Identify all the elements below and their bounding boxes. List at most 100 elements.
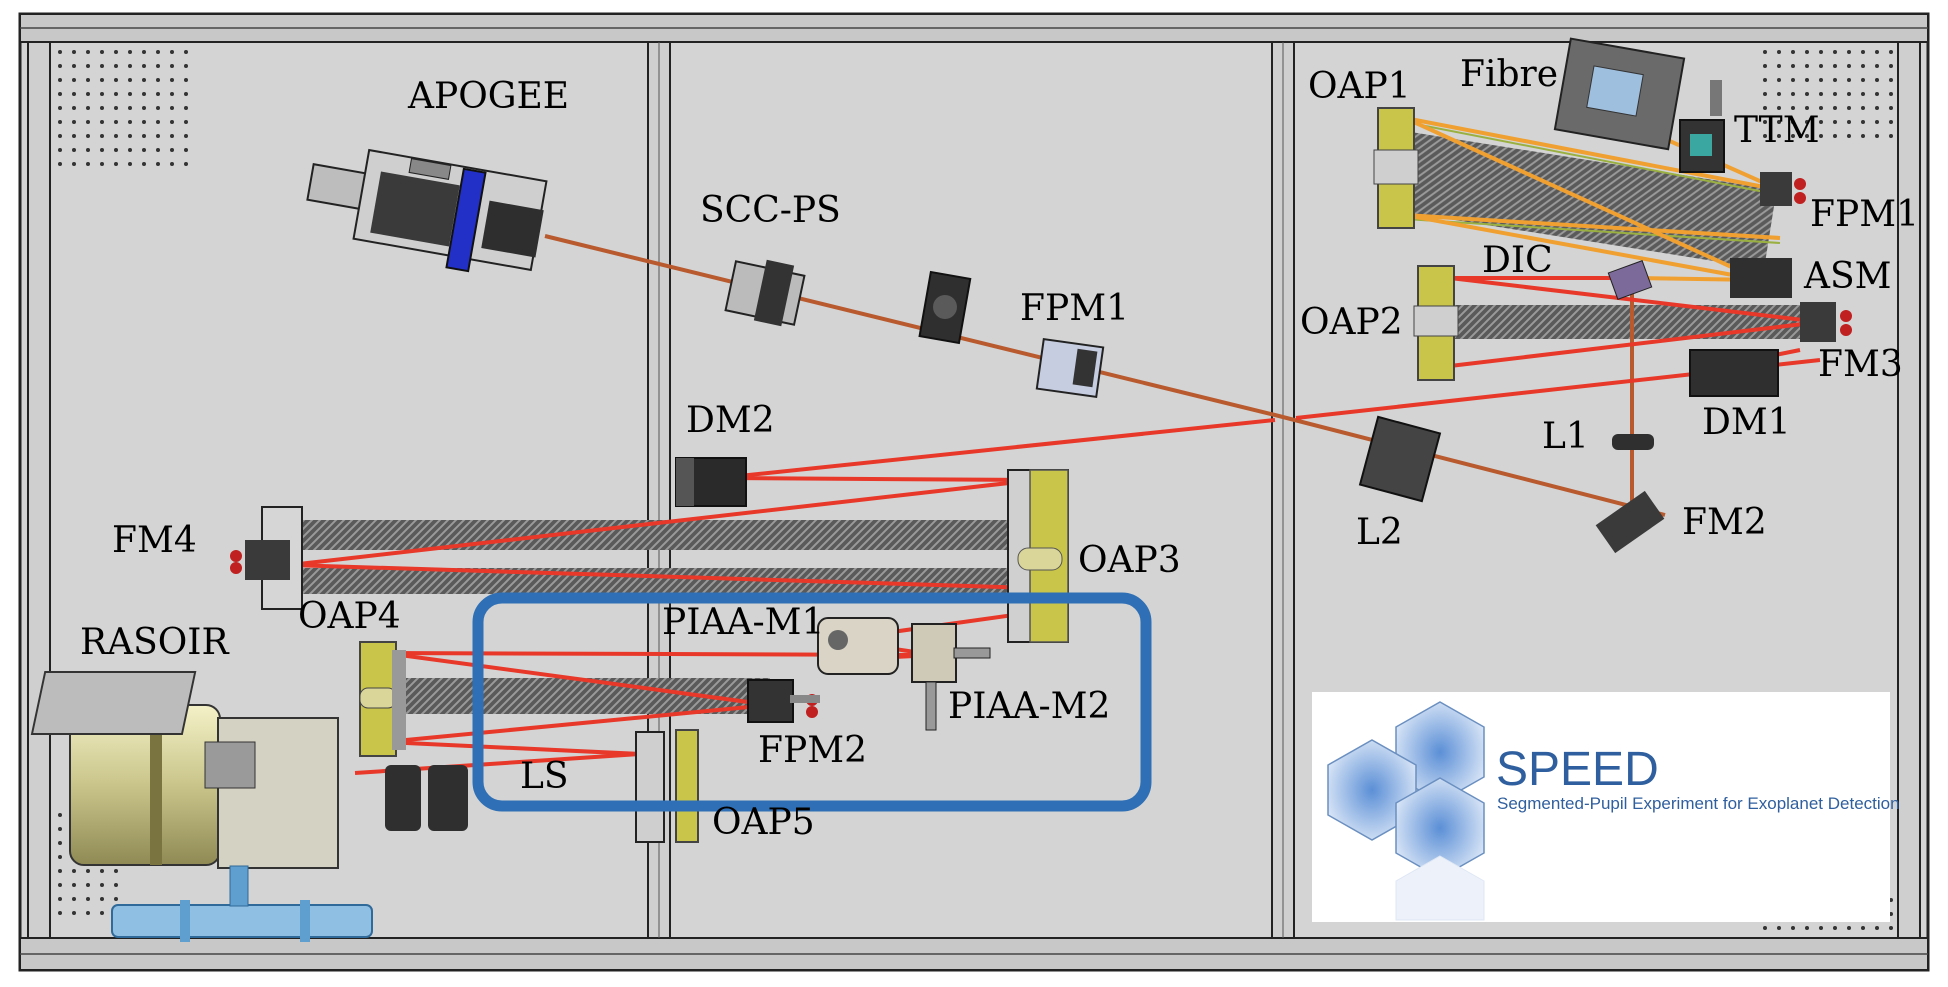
mounting-hole [1791, 106, 1795, 110]
mounting-hole [58, 50, 62, 54]
mounting-hole [184, 106, 188, 110]
label-piaa-m1: PIAA-M1 [662, 602, 824, 643]
hexagon-reflection [1395, 855, 1485, 921]
mounting-hole [156, 92, 160, 96]
label-piaa-m2: PIAA-M2 [948, 686, 1110, 727]
label-apogee: APOGEE [407, 76, 569, 117]
mounting-hole [72, 106, 76, 110]
mounting-hole [170, 134, 174, 138]
mounting-hole [184, 162, 188, 166]
mounting-hole [1791, 926, 1795, 930]
ls-oap5-mount [635, 729, 699, 843]
mounting-hole [100, 92, 104, 96]
mounting-hole [1889, 926, 1893, 930]
mounting-hole [114, 148, 118, 152]
mounting-hole [1847, 64, 1851, 68]
mounting-hole [1847, 106, 1851, 110]
mounting-hole [114, 92, 118, 96]
mounting-hole [114, 106, 118, 110]
mounting-hole [100, 148, 104, 152]
mounting-hole [1791, 92, 1795, 96]
mounting-hole [1875, 120, 1879, 124]
mounting-hole [114, 869, 118, 873]
mounting-hole [1875, 78, 1879, 82]
label-oap4: OAP4 [298, 596, 401, 637]
mounting-hole [86, 869, 90, 873]
label-fpm1-right: FPM1 [1810, 194, 1919, 235]
mounting-hole [142, 92, 146, 96]
label-dm2: DM2 [686, 400, 775, 441]
mounting-hole [100, 78, 104, 82]
mounting-hole [184, 50, 188, 54]
mounting-hole [1889, 120, 1893, 124]
mounting-hole [170, 64, 174, 68]
asm-mount [1730, 258, 1792, 298]
l2-mount [1358, 415, 1442, 503]
mounting-hole [1833, 50, 1837, 54]
label-oap5: OAP5 [712, 802, 815, 843]
mounting-hole [86, 162, 90, 166]
label-l2: L2 [1356, 512, 1403, 553]
component-mid-mount [918, 270, 972, 345]
mounting-hole [1791, 120, 1795, 124]
mounting-hole [1875, 64, 1879, 68]
mounting-hole [58, 162, 62, 166]
logo-subtitle: Segmented-Pupil Experiment for Exoplanet… [1497, 794, 1900, 813]
mounting-hole [114, 897, 118, 901]
mounting-hole [1861, 106, 1865, 110]
mounting-hole [1833, 106, 1837, 110]
mounting-hole [128, 120, 132, 124]
mounting-hole [1819, 134, 1823, 138]
mounting-hole [1861, 134, 1865, 138]
mounting-hole [170, 78, 174, 82]
mounting-hole [170, 50, 174, 54]
mounting-hole [1819, 64, 1823, 68]
oap2-mirror [1413, 265, 1459, 381]
mounting-hole [100, 64, 104, 68]
beam-tube-fm4-lower [295, 568, 1010, 594]
mounting-hole [72, 50, 76, 54]
mounting-hole [72, 64, 76, 68]
label-fm3: FM3 [1818, 344, 1903, 385]
mounting-hole [1819, 120, 1823, 124]
mounting-hole [1875, 50, 1879, 54]
mounting-hole [1861, 50, 1865, 54]
mounting-hole [1847, 134, 1851, 138]
mounting-hole [114, 50, 118, 54]
mounting-hole [1805, 78, 1809, 82]
mounting-hole [156, 64, 160, 68]
mounting-hole [1805, 106, 1809, 110]
mounting-hole [58, 78, 62, 82]
label-dic: DIC [1482, 240, 1553, 281]
mounting-hole [170, 92, 174, 96]
mounting-hole [142, 64, 146, 68]
mounting-hole [86, 883, 90, 887]
mounting-hole [72, 78, 76, 82]
mounting-hole [1805, 926, 1809, 930]
mounting-hole [1861, 92, 1865, 96]
mounting-hole [100, 869, 104, 873]
label-l1: L1 [1542, 416, 1589, 457]
mounting-hole [1805, 50, 1809, 54]
mounting-hole [72, 162, 76, 166]
mounting-hole [1777, 120, 1781, 124]
mounting-hole [1889, 78, 1893, 82]
mounting-hole [100, 897, 104, 901]
mounting-hole [58, 855, 62, 859]
mounting-hole [156, 120, 160, 124]
fpm1-right-mount [1760, 172, 1806, 206]
mounting-hole [1861, 926, 1865, 930]
mounting-hole [1763, 106, 1767, 110]
mounting-hole [58, 869, 62, 873]
mounting-hole [1791, 134, 1795, 138]
mounting-hole [170, 148, 174, 152]
mounting-hole [114, 883, 118, 887]
mounting-hole [1847, 92, 1851, 96]
mounting-hole [58, 883, 62, 887]
mounting-hole [142, 120, 146, 124]
mounting-hole [1777, 926, 1781, 930]
scc-ps-mount [724, 259, 806, 327]
mounting-hole [114, 78, 118, 82]
mounting-hole [184, 148, 188, 152]
